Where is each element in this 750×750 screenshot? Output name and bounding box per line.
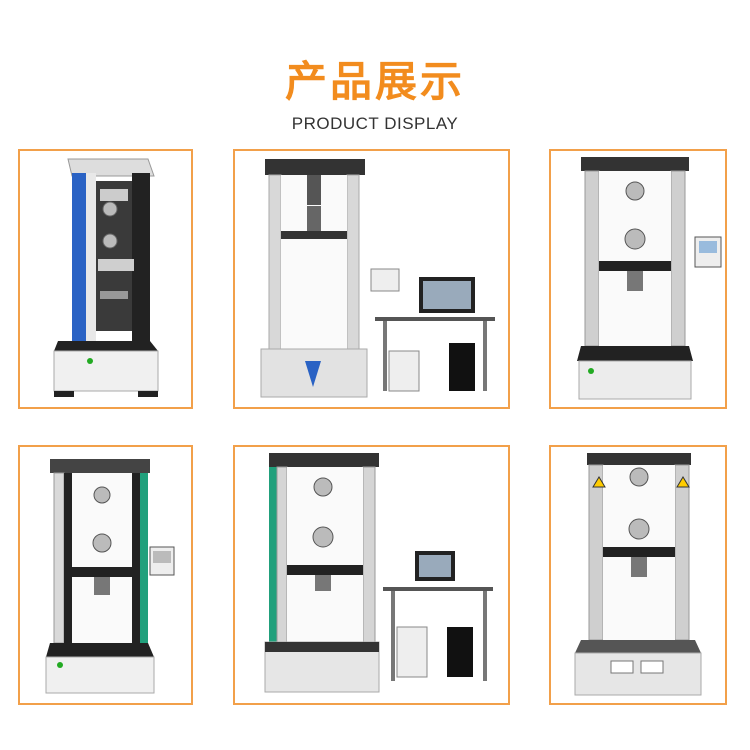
product-card-4[interactable] (18, 445, 193, 705)
tester-teal-trim-icon (45, 459, 175, 694)
product-card-6[interactable] (549, 445, 727, 705)
teal-tester-with-computer-desk-icon (264, 453, 493, 693)
product-card-5[interactable] (233, 445, 510, 705)
tester-with-control-panel-icon (577, 157, 722, 400)
tester-with-computer-desk-icon (260, 159, 495, 398)
product-card-3[interactable] (549, 149, 727, 409)
tester-with-labels-icon (574, 453, 702, 696)
single-column-blue-tester-icon (53, 158, 159, 397)
page-subtitle: PRODUCT DISPLAY (291, 114, 459, 133)
product-card-1[interactable] (18, 149, 193, 409)
product-card-2[interactable] (233, 149, 510, 409)
page-title: 产品展示 (284, 57, 465, 106)
